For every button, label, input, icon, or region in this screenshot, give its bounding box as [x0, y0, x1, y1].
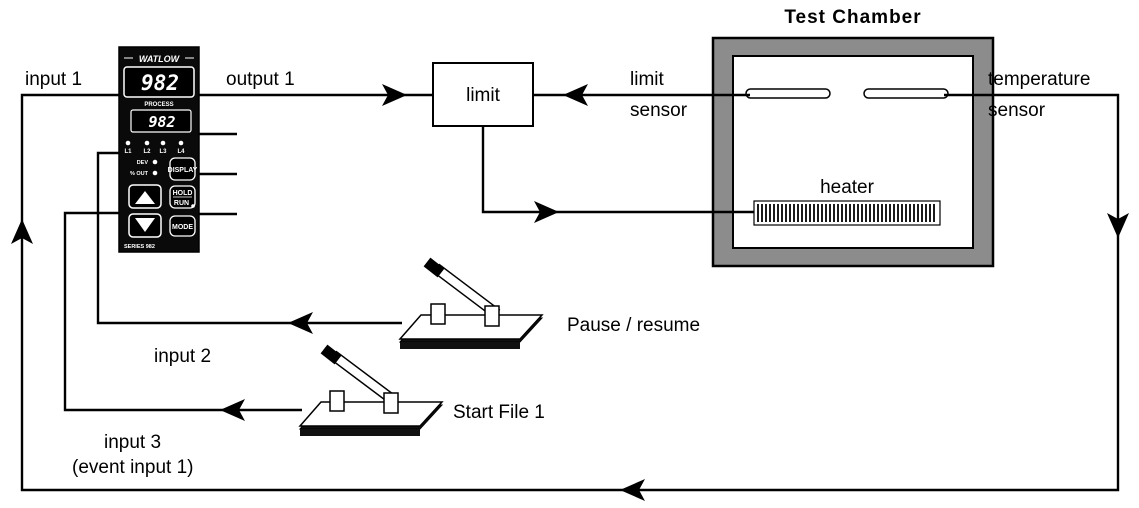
dev-led	[152, 159, 158, 165]
start-file-switch	[298, 344, 444, 436]
limit-box	[432, 62, 534, 127]
watlow-logo: WATLOW	[139, 54, 181, 64]
input1-label: input 1	[25, 69, 82, 90]
chamber-title: Test Chamber	[784, 7, 921, 28]
temperature-sensor-label-line1: temperature	[988, 69, 1090, 90]
series-label: SERIES 982	[124, 244, 155, 250]
limit-sensor-label-line1: limit	[630, 69, 664, 90]
watlow-controller: WATLOW 982 PROCESS 982 L1 L2 L3 L4 DEV %…	[118, 46, 200, 253]
temperature-loop-wire	[20, 93, 1120, 492]
mode-button-label: MODE	[172, 224, 193, 231]
heater-arrow	[534, 201, 559, 223]
bottom-display-value: 982	[148, 113, 175, 131]
start-file-label: Start File 1	[453, 402, 545, 423]
output1-label: output 1	[226, 69, 295, 90]
display-button	[169, 157, 196, 181]
input2-arrow	[288, 312, 313, 334]
bottom-display	[130, 109, 192, 133]
heater-element	[753, 200, 941, 226]
top-display-value: 982	[141, 71, 179, 95]
input2-wire	[96, 151, 402, 325]
up-arrow-icon	[135, 191, 155, 204]
loop-down-arrow	[1107, 213, 1129, 238]
led-l3-label: L3	[159, 149, 167, 155]
limit-sensor-probe	[745, 88, 831, 99]
pause-resume-label: Pause / resume	[567, 315, 700, 336]
mode-button	[169, 215, 196, 237]
heater-wire	[481, 126, 754, 214]
led-l2-label: L2	[143, 149, 151, 155]
led-l2-indicator	[144, 140, 150, 146]
led-l3-indicator	[160, 140, 166, 146]
run-label: RUN	[174, 200, 189, 207]
out-led	[152, 170, 158, 176]
output1-arrow	[382, 84, 407, 106]
loop-bottom-arrow	[620, 479, 645, 501]
loop-up-arrow	[11, 219, 33, 244]
input3-wire	[63, 211, 302, 412]
input3-arrow	[220, 399, 245, 421]
out-label: % OUT	[130, 171, 149, 177]
down-arrow-icon	[135, 218, 155, 232]
top-display	[123, 66, 195, 98]
led-l4-label: L4	[177, 149, 185, 155]
led-l1-indicator	[125, 140, 131, 146]
pause-resume-switch	[398, 257, 544, 349]
input3-label-line2: (event input 1)	[72, 457, 193, 478]
hold-label: HOLD	[173, 190, 193, 197]
process-label: PROCESS	[144, 102, 173, 108]
led-l1-label: L1	[124, 149, 132, 155]
temperature-sensor-label-line2: sensor	[988, 100, 1046, 121]
temperature-sensor-probe	[863, 88, 949, 99]
input2-label: input 2	[154, 346, 211, 367]
limit-sensor-arrow	[563, 84, 588, 106]
led-l4-indicator	[178, 140, 184, 146]
run-led	[191, 204, 195, 208]
input3-label-line1: input 3	[104, 432, 161, 453]
dev-label: DEV	[137, 160, 149, 166]
heater-label: heater	[820, 177, 875, 198]
limit-box-label: limit	[466, 85, 500, 106]
display-button-label: DISPLAY	[168, 167, 198, 174]
limit-sensor-label-line2: sensor	[630, 100, 688, 121]
